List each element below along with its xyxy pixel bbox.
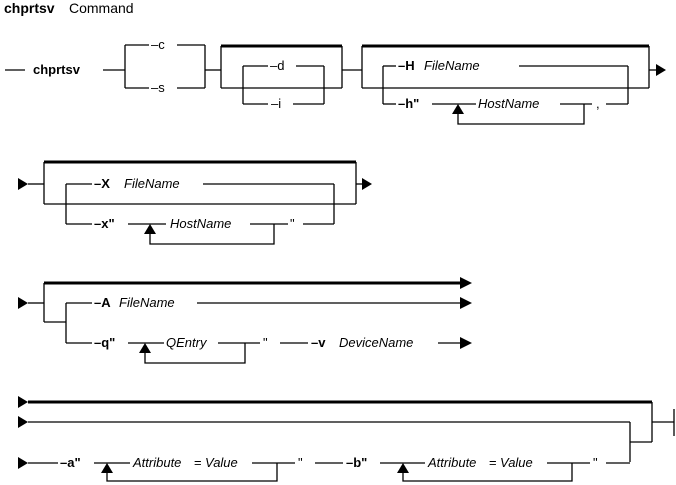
option-x: –x" [94,216,115,231]
row-4-diagram: –a" Attribute = Value " –b" Attribute = … [18,396,675,482]
option-b: –b" [346,455,367,470]
c-s-group: –c –s [124,37,206,95]
devicename: DeviceName [339,335,413,350]
close-quote-1: , [596,96,600,111]
option-A: –A [94,295,111,310]
H-h-optional-group: –H FileName –h" HostName , [361,44,650,125]
continuation-arrow [18,416,28,428]
title-word: Command [69,0,134,16]
row-3-diagram: –A FileName –q" QEntry " –v DeviceName [18,277,472,364]
option-s: –s [151,80,165,95]
option-d: –d [270,58,284,73]
row-2-diagram: –X FileName –x" HostName " [18,160,372,245]
hostname-1: HostName [478,96,539,111]
attr-2-eq: = [489,455,497,470]
close-quote-3: " [263,335,268,350]
repeat-arrow [144,224,156,234]
close-quote-4: " [298,455,303,470]
attr-1-eq: = [194,455,202,470]
repeat-arrow [452,104,464,114]
option-v: –v [311,335,326,350]
continue-arrow [362,178,372,190]
d-i-optional-group: –d –i [220,44,343,111]
filename-1: FileName [424,58,480,73]
qentry: QEntry [166,335,208,350]
attr-2-name: Attribute [427,455,476,470]
repeat-loop [144,343,246,364]
continuation-arrow [18,178,28,190]
close-quote-2: " [290,216,295,231]
continuation-arrow [18,457,28,469]
option-c: –c [151,37,165,52]
close-quote-5: " [593,455,598,470]
option-i: –i [271,96,281,111]
command-name: chprtsv [33,62,81,77]
end-arrow [460,337,472,349]
repeat-loop [106,463,278,482]
filename-3: FileName [119,295,175,310]
repeat-loop [402,463,573,482]
continuation-arrow [18,396,28,408]
continue-arrow [656,64,666,76]
repeat-loop [149,224,275,245]
attr-1-value: Value [205,455,238,470]
option-X: –X [94,176,110,191]
option-a: –a" [60,455,81,470]
filename-2: FileName [124,176,180,191]
repeat-arrow [397,463,409,473]
repeat-arrow [139,343,151,353]
repeat-arrow [101,463,113,473]
attr-1-name: Attribute [132,455,181,470]
attr-2-value: Value [500,455,533,470]
repeat-loop [457,104,585,125]
title-command: chprtsv [4,0,55,16]
end-arrow [460,277,472,289]
row-1-diagram: chprtsv –c –s –d –i [5,37,666,125]
option-h: –h" [398,96,419,111]
continuation-arrow [18,297,28,309]
end-arrow [460,297,472,309]
option-H: –H [398,58,415,73]
option-q: –q" [94,335,115,350]
hostname-2: HostName [170,216,231,231]
